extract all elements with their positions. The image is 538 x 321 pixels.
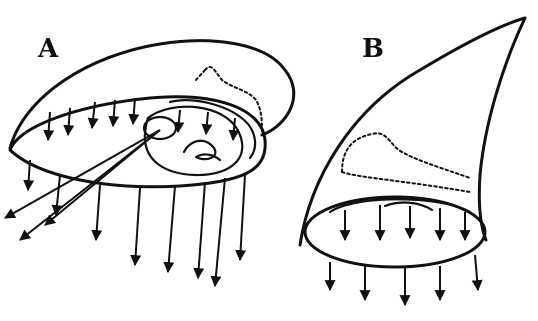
panel-b-label: B <box>362 34 384 64</box>
panel-b-inner-arc-2 <box>385 203 432 210</box>
panel-a: A <box>5 34 294 286</box>
panel-a-dotted-outline-inner <box>196 70 205 80</box>
panel-a-label: A <box>37 34 59 64</box>
panel-b-horn-right <box>479 18 525 240</box>
panel-b-arrows <box>330 205 478 305</box>
panel-a-hook-feature <box>184 141 220 160</box>
panel-b-dotted-outline-lower <box>342 172 470 192</box>
panel-b: B <box>300 18 525 305</box>
panel-a-arrows <box>5 98 245 286</box>
panel-b-dotted-outline <box>342 133 470 178</box>
